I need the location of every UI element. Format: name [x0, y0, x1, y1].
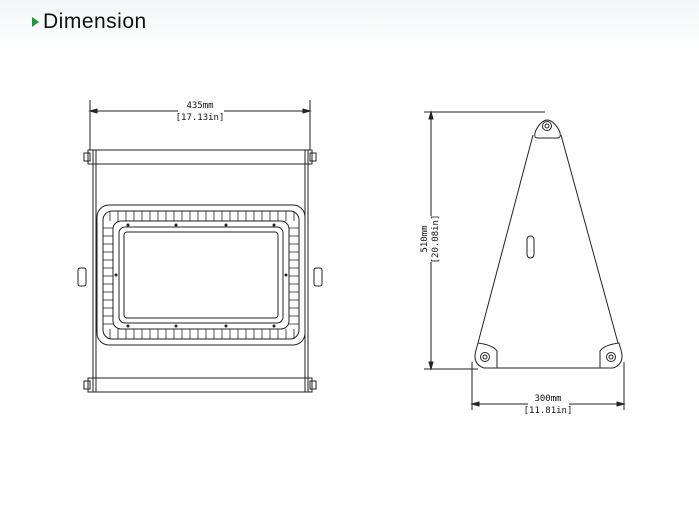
side-base-in: [11.81in] [524, 406, 573, 416]
front-width-mm: 435mm [186, 101, 213, 111]
section-title: Dimension [32, 10, 147, 34]
side-view-drawing: 510mm [20.08in] 300mm [11.81in] [420, 110, 626, 416]
bullet-triangle-icon [32, 17, 39, 27]
side-base-mm: 300mm [534, 394, 561, 404]
side-height-mm: 510mm [420, 225, 430, 252]
side-height-in: [20.08in] [431, 215, 441, 264]
cooling-fins [103, 211, 299, 339]
section-title-text: Dimension [43, 10, 147, 33]
front-width-in: [17.13in] [176, 113, 225, 123]
front-view-drawing: 435mm [17.13in] [77, 100, 323, 393]
header-band [0, 0, 699, 40]
